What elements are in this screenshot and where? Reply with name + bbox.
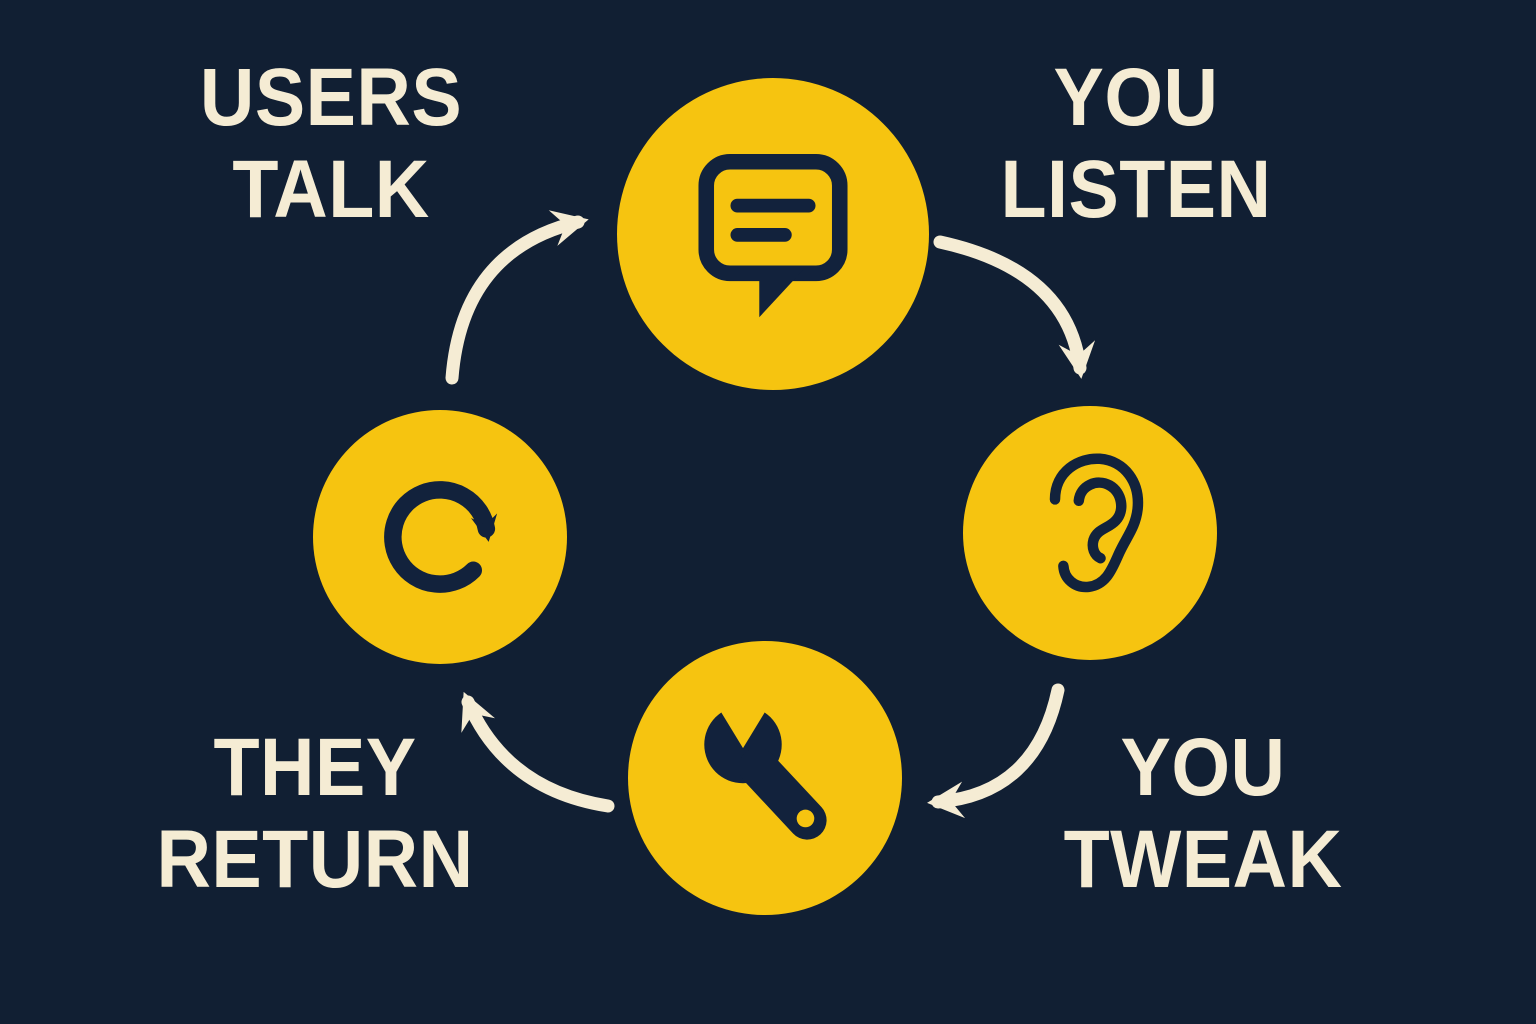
label-you-tweak-line2: TWEAK bbox=[1063, 813, 1343, 905]
wrench-icon bbox=[704, 691, 827, 840]
arrow-talk-to-listen bbox=[933, 235, 1096, 379]
label-you-tweak: YOU TWEAK bbox=[1033, 722, 1373, 906]
label-users-talk-line2: TALK bbox=[232, 143, 430, 235]
node-users-talk-circle bbox=[617, 78, 929, 390]
node-you-tweak-circle bbox=[628, 641, 902, 915]
label-you-tweak-line1: YOU bbox=[1120, 722, 1286, 813]
node-they-return-circle bbox=[313, 410, 567, 664]
ear-icon bbox=[1049, 453, 1144, 593]
label-you-listen-line1: YOU bbox=[1053, 52, 1219, 143]
wrench-handle-dot bbox=[796, 809, 815, 828]
node-you-listen-circle bbox=[963, 406, 1217, 660]
label-users-talk: USERS TALK bbox=[161, 52, 501, 236]
arrow-return-to-talk bbox=[445, 210, 589, 385]
wrench-jaw-notch bbox=[708, 691, 778, 749]
arrow-listen-to-tweak bbox=[927, 683, 1065, 819]
label-you-listen: YOU LISTEN bbox=[966, 52, 1306, 236]
label-users-talk-line1: USERS bbox=[199, 52, 463, 143]
label-they-return: THEY RETURN bbox=[145, 722, 485, 906]
label-you-listen-line2: LISTEN bbox=[1000, 143, 1272, 235]
chat-bubble-icon bbox=[698, 154, 848, 318]
arrow-tweak-to-return bbox=[461, 691, 615, 813]
label-they-return-line1: THEY bbox=[213, 722, 417, 813]
label-they-return-line2: RETURN bbox=[156, 813, 474, 905]
refresh-icon bbox=[384, 481, 498, 593]
